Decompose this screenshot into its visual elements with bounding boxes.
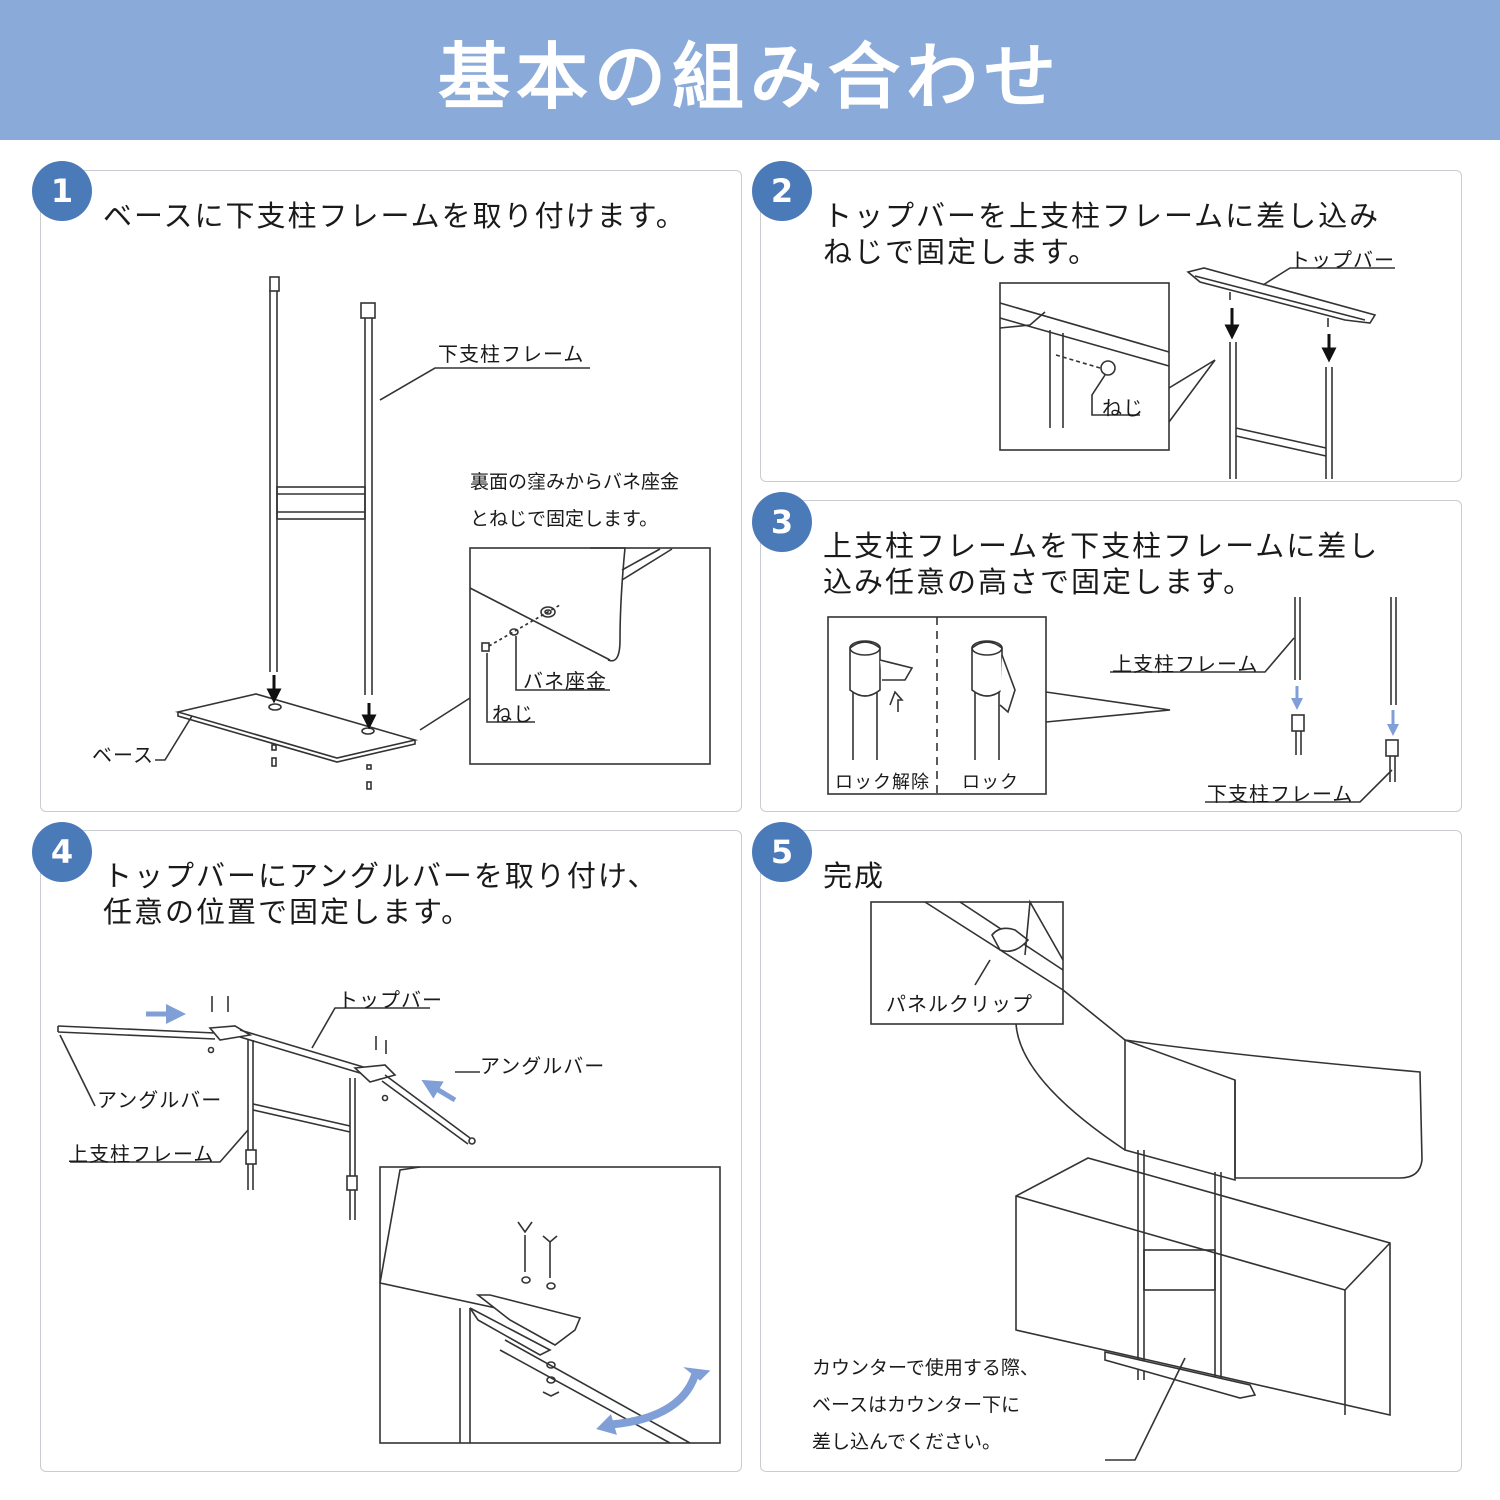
step-1-badge: 1 <box>32 161 92 221</box>
step-1-title: ベースに下支柱フレームを取り付けます。 <box>103 199 687 233</box>
step-2-drawing <box>999 267 1395 479</box>
step-1-frame-label: 下支柱フレーム <box>438 342 585 366</box>
step-4-topbar-label: トップバー <box>338 988 443 1012</box>
step-5-clip-label: パネルクリップ <box>886 992 1033 1016</box>
step-1-washer-label: バネ座金 <box>523 669 607 693</box>
step-5-badge: 5 <box>752 822 812 882</box>
step-4-angle-right-label: アングルバー <box>480 1054 606 1078</box>
step-3-badge: 3 <box>752 492 812 552</box>
step-4-title-line-2: 任意の位置で固定します。 <box>103 895 473 929</box>
step-1-panel <box>40 170 742 812</box>
page-title: 基本の組み合わせ <box>437 34 1062 119</box>
step-4-panel <box>40 830 742 1472</box>
step-4-title-line-1: トップバーにアングルバーを取り付け、 <box>103 859 659 893</box>
step-4-badge: 4 <box>32 822 92 882</box>
step-3-lock-label: ロック <box>962 772 1019 793</box>
step-1-base-label: ベース <box>92 743 154 767</box>
step-2-topbar-label: トップバー <box>1290 248 1395 272</box>
step-5-note-line-3: 差し込んでください。 <box>812 1431 1002 1453</box>
step-5-drawing <box>870 899 1423 1461</box>
step-2-badge: 2 <box>752 161 812 221</box>
step-3-title-line-1: 上支柱フレームを下支柱フレームに差し <box>823 529 1380 563</box>
step-3-unlock-label: ロック解除 <box>835 772 930 793</box>
step-2-title-line-1: トップバーを上支柱フレームに差し込み <box>823 199 1381 233</box>
step-2-panel <box>760 170 1462 482</box>
step-4-upper-label: 上支柱フレーム <box>68 1142 215 1166</box>
step-3-lower-label: 下支柱フレーム <box>1207 782 1354 806</box>
step-3-drawing <box>827 597 1399 803</box>
step-1-drawing <box>155 276 711 790</box>
step-3-upper-label: 上支柱フレーム <box>1112 652 1259 676</box>
step-4-drawing <box>57 996 721 1444</box>
step-5-note-line-1: カウンターで使用する際、 <box>812 1357 1039 1379</box>
header-banner: 基本の組み合わせ <box>0 0 1500 140</box>
step-1-note-line-2: とねじで固定します。 <box>470 508 659 530</box>
step-1-screw-label: ねじ <box>492 702 534 726</box>
step-2-screw-label: ねじ <box>1102 396 1144 420</box>
step-1-note-line-1: 裏面の窪みからバネ座金 <box>470 471 680 493</box>
step-5-note-line-2: ベースはカウンター下に <box>812 1394 1021 1416</box>
step-4-angle-left-label: アングルバー <box>97 1088 223 1112</box>
step-2-title-line-2: ねじで固定します。 <box>823 235 1100 269</box>
step-5-title: 完成 <box>823 859 886 893</box>
step-3-title-line-2: 込み任意の高さで固定します。 <box>823 565 1255 599</box>
